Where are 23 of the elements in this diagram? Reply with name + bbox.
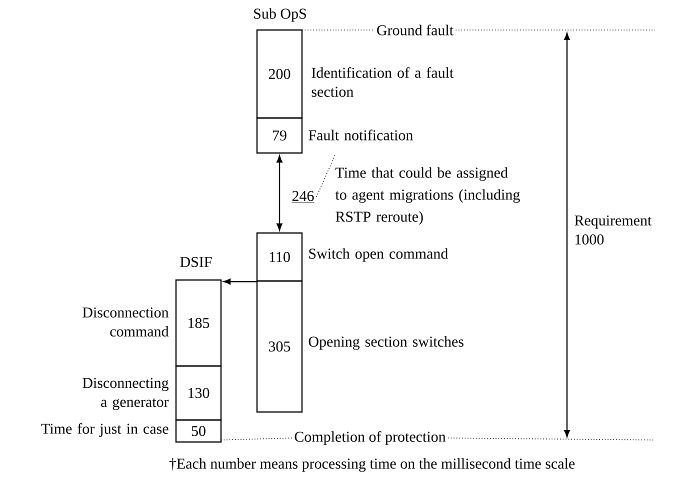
time-box: 130 [175,365,222,421]
time-box: 79 [256,117,303,154]
time-box: 50 [175,419,222,443]
box-caption: Opening section switches [308,336,464,350]
box-caption: Identification of a fault section [312,67,454,97]
time-box: 200 [256,29,303,119]
label-text: †Each number means processing time on the millisecond time scale [169,458,575,472]
arrow [276,155,282,231]
time-box: 110 [256,232,303,282]
label-text: Ground fault [377,24,454,36]
box-caption: Disconnecting a generator [82,378,169,410]
time-box: 305 [256,280,303,413]
label-text: Completion of protection [294,431,446,445]
leader-line [316,154,336,198]
time-box: 185 [175,279,222,367]
box-caption: Disconnection command [82,307,169,337]
note-text: Time that could be assigned to agent migrations (including RSTP reroute) [335,167,520,225]
box-caption: Time for just in case [41,423,168,437]
box-caption: Fault notification [308,130,413,140]
label-text: Requirement 1000 [574,215,652,245]
box-caption: Switch open command [309,248,448,262]
arrow [223,278,256,285]
note-text: 246 [292,190,314,203]
